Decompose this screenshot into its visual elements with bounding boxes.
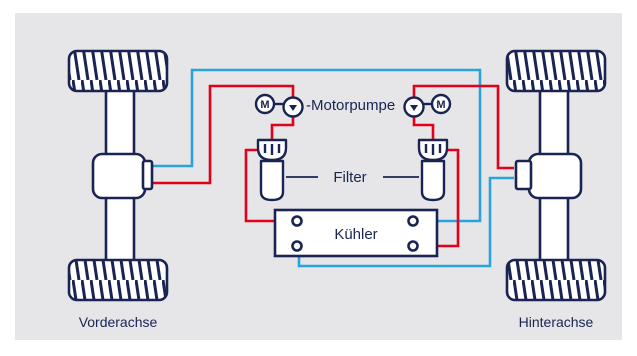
filter-right xyxy=(417,138,449,202)
motor-left-label: M xyxy=(260,99,269,111)
rear-axle xyxy=(505,49,607,302)
motor-pump-right xyxy=(403,93,452,118)
hot-line-pump-to-rear xyxy=(412,84,514,170)
motorpump-label: -Motorpumpe xyxy=(306,97,395,114)
cooler-label: Kühler xyxy=(334,226,377,243)
rear-axle-shaft-lower xyxy=(538,188,570,266)
cooler-port-top-left xyxy=(291,215,303,227)
pump-left-arrow xyxy=(289,105,297,111)
front-axle-differential xyxy=(91,152,147,200)
filter-left xyxy=(256,138,288,202)
rear-axle-tire-top xyxy=(505,49,607,93)
filter-left-housing xyxy=(259,159,285,202)
cooler xyxy=(273,208,439,258)
rear-axle-differential xyxy=(527,152,583,200)
cooler-port-bottom-left xyxy=(291,240,303,252)
hot-line-filter-to-pump xyxy=(412,117,435,140)
hot-lines xyxy=(150,84,514,248)
filter-label: Filter xyxy=(333,169,366,186)
motor-right-label: M xyxy=(436,99,445,111)
hot-line-pump-to-filter xyxy=(270,117,295,140)
rear-axle-label: Hinterachse xyxy=(519,314,594,330)
cold-line-front-to-cooler xyxy=(150,68,482,223)
front-axle-connector xyxy=(141,159,154,191)
front-axle-shaft-upper xyxy=(104,83,136,161)
motor-right-icon xyxy=(430,93,452,115)
cold-line-cooler-to-rear xyxy=(297,176,514,268)
hot-line-cooler-to-filter xyxy=(437,148,460,248)
rear-axle-shaft-upper xyxy=(538,83,570,161)
front-axle-tire-top xyxy=(67,49,169,93)
cooler-port-bottom-right xyxy=(407,240,419,252)
front-axle-label: Vorderachse xyxy=(79,314,158,330)
hot-line-front-to-pump xyxy=(150,84,295,185)
front-axle-shaft-lower xyxy=(104,188,136,266)
front-axle xyxy=(67,49,169,302)
filter-right-housing xyxy=(420,159,446,202)
front-axle-tire-bottom xyxy=(67,258,169,302)
rear-axle-connector xyxy=(514,159,533,191)
hot-line-filter-to-cooler xyxy=(244,148,276,223)
rear-axle-tire-bottom xyxy=(505,258,607,302)
pump-right-arrow xyxy=(410,105,418,111)
cold-lines xyxy=(150,68,514,268)
cooler-port-top-right xyxy=(407,215,419,227)
motor-pump-left xyxy=(254,93,304,118)
